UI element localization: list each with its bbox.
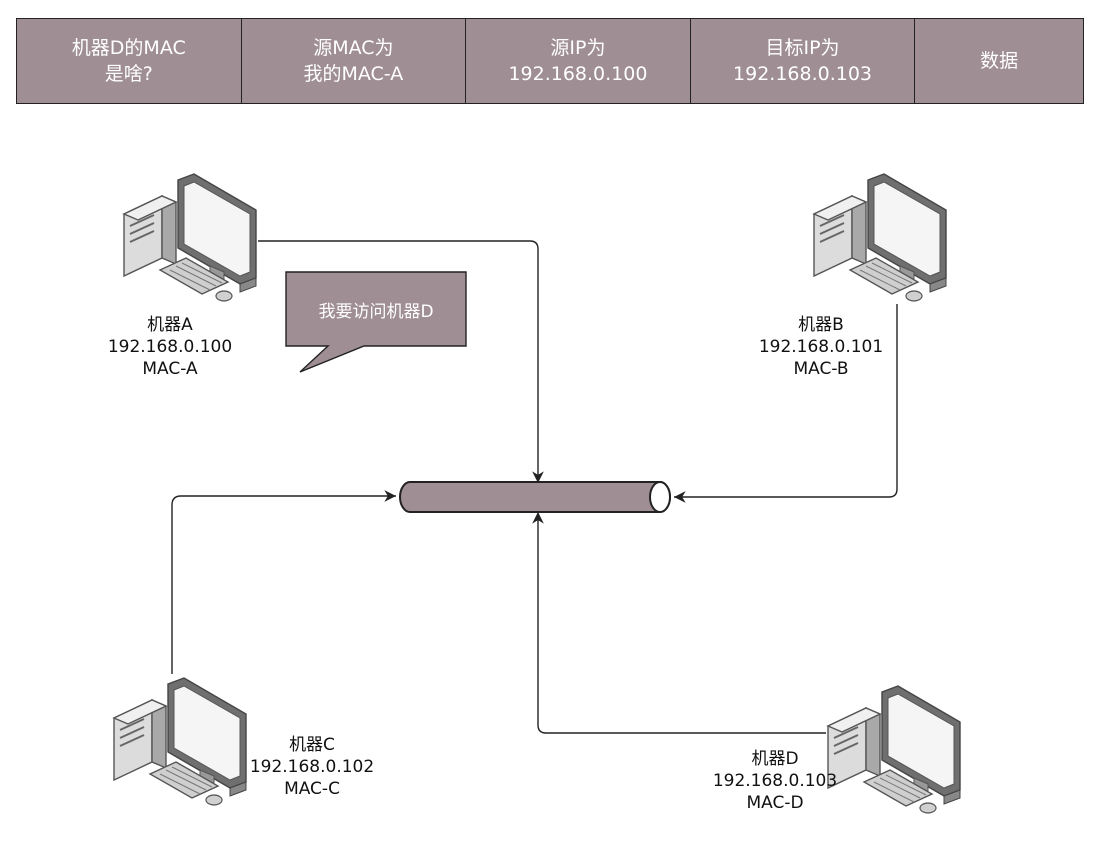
machine-b-name: 机器B [798,315,844,335]
packet-field-line1: 目标IP为 [765,37,840,59]
packet-header: 机器D的MAC 是啥? 源MAC为 我的MAC-A 源IP为 192.168.0… [16,18,1084,104]
link-d-to-bus [532,512,826,734]
machine-a-name: 机器A [147,315,193,335]
machine-a-mac: MAC-A [142,359,198,379]
machine-b-ip: 192.168.0.101 [758,337,884,357]
machine-b-label: 机器B 192.168.0.101 MAC-B [736,314,906,380]
machine-c-mac: MAC-C [284,779,340,799]
packet-field-line2: 我的MAC-A [303,63,404,85]
packet-field-source-ip: 源IP为 192.168.0.100 [466,19,691,103]
packet-field-line2: 192.168.0.100 [508,63,648,85]
link-a-to-bus [258,240,544,483]
machine-d-label: 机器D 192.168.0.103 MAC-D [690,748,860,814]
link-c-to-bus [171,490,396,674]
packet-field-target-ip: 目标IP为 192.168.0.103 [691,19,916,103]
machine-a-ip: 192.168.0.100 [107,337,233,357]
packet-field-data: 数据 [915,19,1083,103]
link-b-to-bus [674,304,898,503]
machine-d-mac: MAC-D [746,793,804,813]
speech-bubble-text: 我要访问机器D [318,301,434,322]
machine-d-name: 机器D [751,749,799,769]
machine-d-ip: 192.168.0.103 [712,771,838,791]
packet-field-line2: 是啥? [104,63,153,85]
packet-field-line1: 源MAC为 [313,37,394,59]
computer-b-icon [813,173,947,302]
packet-field-target-mac: 机器D的MAC 是啥? [17,19,242,103]
packet-field-line2: 192.168.0.103 [733,63,873,85]
network-bus [399,481,671,513]
machine-c-ip: 192.168.0.102 [249,757,375,777]
packet-field-line1: 机器D的MAC [71,37,186,59]
packet-field-line1: 源IP为 [550,37,606,59]
machine-b-mac: MAC-B [793,359,849,379]
packet-field-line1: 数据 [980,50,1019,72]
machine-a-label: 机器A 192.168.0.100 MAC-A [85,314,255,380]
packet-field-source-mac: 源MAC为 我的MAC-A [242,19,467,103]
machine-c-name: 机器C [289,735,335,755]
machine-c-label: 机器C 192.168.0.102 MAC-C [227,734,397,800]
speech-bubble [285,271,467,373]
computer-a-icon [123,173,257,302]
